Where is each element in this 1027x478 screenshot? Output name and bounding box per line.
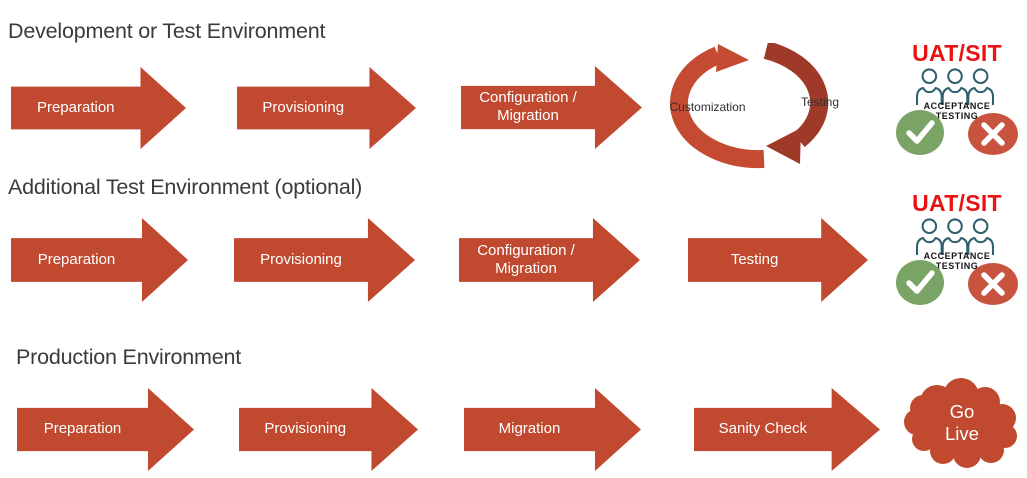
go-live-cloud: Go Live [903,374,1021,472]
step-label: Configuration / Migration [477,241,575,277]
step-label: Provisioning [262,98,345,116]
acceptance-testing-label: ACCEPTANCE TESTING [891,251,1023,271]
check-badge [896,260,944,305]
step-label: Preparation [36,98,115,116]
step-arrow: Preparation [11,218,188,302]
step-label: Migration [498,420,561,438]
step-arrow: Sanity Check [694,388,880,471]
cycle-left-label: Customization [669,100,746,114]
row2-heading: Additional Test Environment (optional) [8,175,363,199]
step-arrow: Configuration / Migration [459,218,640,302]
cross-icon [981,122,1005,146]
step-label: Provisioning [264,420,347,438]
cycle-arc-left [669,46,765,169]
cycle-right-label: Testing [800,95,840,109]
cross-badge [968,113,1018,155]
go-live-text: Go Live [945,401,979,444]
step-arrow: Migration [464,388,641,471]
acceptance-line: ACCEPTANCE [923,101,991,111]
step-arrow: Configuration / Migration [461,66,642,149]
cycle-arrows-icon [669,43,829,169]
cloud-icon [904,378,1017,468]
cycle-arc-right [763,43,829,148]
testing-line: TESTING [935,260,979,271]
testing-line: TESTING [935,110,979,121]
row1-heading: Development or Test Environment [8,19,326,43]
cycle-arrowhead-bottom [766,128,801,164]
step-arrow: Preparation [11,67,186,149]
step-label: Sanity Check [718,420,807,438]
step-arrow: Provisioning [239,388,418,471]
step-label: Provisioning [260,250,342,268]
uat-sit-block: UAT/SIT ACCEPTANCE TESTING [891,40,1023,158]
cycle-arrowhead-top [716,44,749,72]
acceptance-line: ACCEPTANCE [923,251,991,261]
uat-sit-title: UAT/SIT [912,190,1002,216]
step-arrow: Provisioning [237,67,416,149]
people-icon [916,68,994,105]
acceptance-testing-label: ACCEPTANCE TESTING [891,101,1023,121]
cross-icon [981,272,1005,296]
go-live-label: Go Live [903,374,1021,472]
row3-heading: Production Environment [16,345,242,369]
step-label: Testing [730,250,779,268]
check-icon [906,120,935,144]
step-arrow: Testing [688,218,868,302]
step-label: Preparation [43,420,122,438]
step-label: Preparation [37,250,116,268]
uat-sit-title: UAT/SIT [912,40,1002,66]
cross-badge [968,263,1018,305]
step-arrow: Provisioning [234,218,415,302]
step-arrow: Preparation [17,388,194,471]
check-icon [906,270,935,294]
step-label: Configuration / Migration [479,89,577,125]
people-icon [916,218,994,255]
uat-sit-block: UAT/SIT ACCEPTANCE TESTING [891,190,1023,308]
check-badge [896,110,944,155]
